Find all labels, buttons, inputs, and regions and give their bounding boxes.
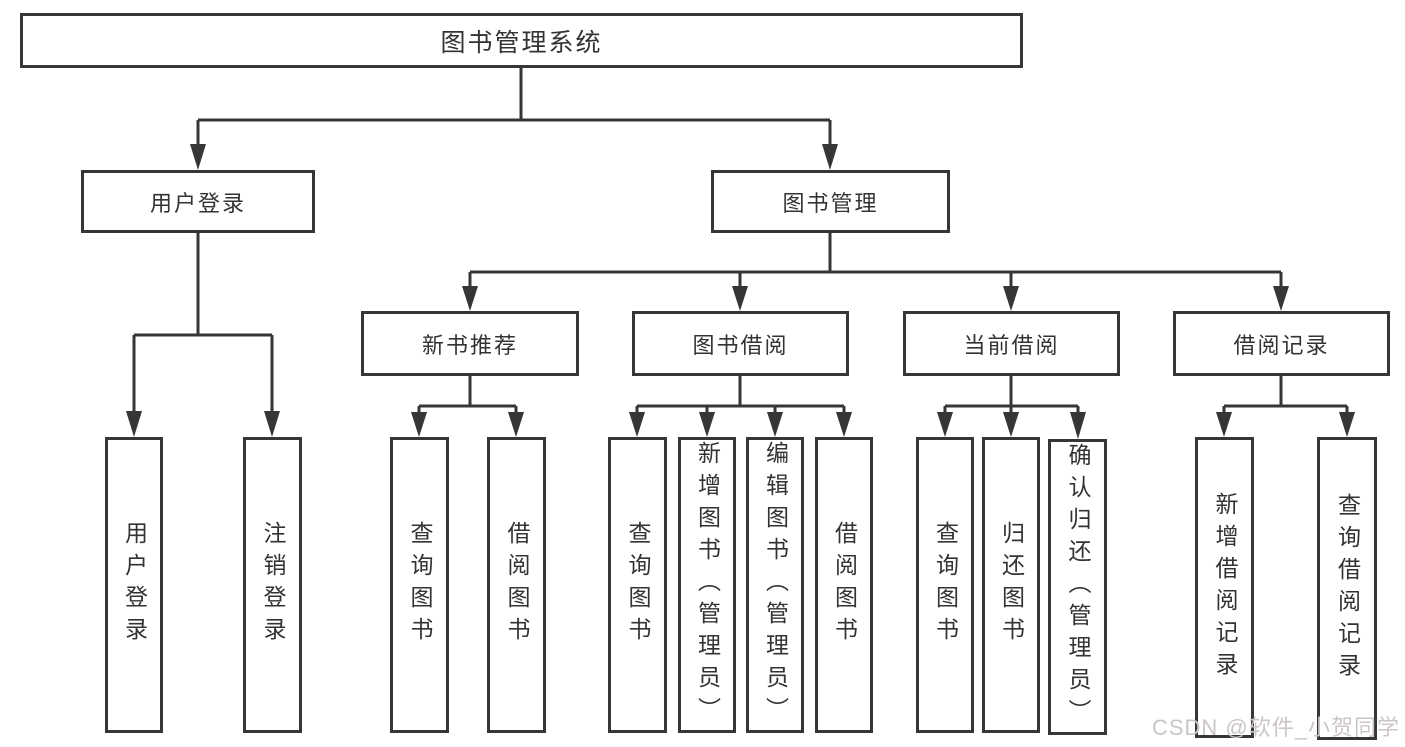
leaf-confirm-return-admin-label: 确认归还（管理员） (1065, 443, 1091, 731)
leaf-return-books: 归还图书 (982, 437, 1040, 733)
leaf-borrow-books-borrowing: 借阅图书 (815, 437, 873, 733)
watermark: CSDN @软件_小贺同学 (1151, 715, 1400, 740)
leaf-query-books-current-label: 查询图书 (932, 521, 959, 649)
leaf-add-book-admin: 新增图书（管理员） (678, 437, 736, 733)
leaf-add-borrow-record: 新增借阅记录 (1195, 437, 1254, 738)
leaf-edit-book-admin: 编辑图书（管理员） (746, 437, 804, 733)
leaf-query-books-borrowing-label: 查询图书 (625, 521, 651, 649)
leaf-logout-label: 注销登录 (260, 521, 286, 649)
leaf-query-books-current: 查询图书 (916, 437, 974, 733)
leaf-user-login-label: 用户登录 (121, 521, 148, 649)
leaf-user-login: 用户登录 (105, 437, 163, 733)
leaf-logout: 注销登录 (243, 437, 302, 733)
leaf-borrow-books-borrowing-label: 借阅图书 (831, 521, 858, 649)
leaf-add-borrow-record-label: 新增借阅记录 (1212, 491, 1238, 684)
connector-book-borrowing-children (629, 376, 852, 437)
node-new-book-recommendation: 新书推荐 (361, 311, 579, 376)
node-borrowing-records: 借阅记录 (1173, 311, 1390, 376)
leaf-confirm-return-admin: 确认归还（管理员） (1048, 439, 1107, 735)
connector-current-borrowing-children (937, 376, 1086, 439)
leaf-query-books-recommend: 查询图书 (390, 437, 449, 733)
leaf-return-books-label: 归还图书 (998, 521, 1025, 649)
node-user-login-group: 用户登录 (81, 170, 315, 233)
connector-book-management-children (462, 233, 1289, 311)
leaf-borrow-books-recommend-label: 借阅图书 (504, 521, 530, 649)
leaf-query-borrow-record-label: 查询借阅记录 (1334, 492, 1361, 685)
node-book-management: 图书管理 (711, 170, 950, 233)
connector-user-login-children (126, 233, 280, 437)
leaf-query-borrow-record: 查询借阅记录 (1317, 437, 1377, 740)
leaf-add-book-admin-label: 新增图书（管理员） (694, 441, 721, 729)
node-current-borrowing: 当前借阅 (903, 311, 1120, 376)
leaf-edit-book-admin-label: 编辑图书（管理员） (762, 441, 789, 729)
leaf-query-books-recommend-label: 查询图书 (407, 521, 433, 649)
connector-root-to-level2 (190, 68, 838, 170)
connector-borrowing-records-children (1216, 376, 1355, 437)
connector-new-book-recommendation-children (411, 376, 524, 437)
leaf-borrow-books-recommend: 借阅图书 (487, 437, 546, 733)
leaf-query-books-borrowing: 查询图书 (608, 437, 667, 733)
node-book-borrowing: 图书借阅 (632, 311, 849, 376)
node-library-management-system: 图书管理系统 (20, 13, 1023, 68)
